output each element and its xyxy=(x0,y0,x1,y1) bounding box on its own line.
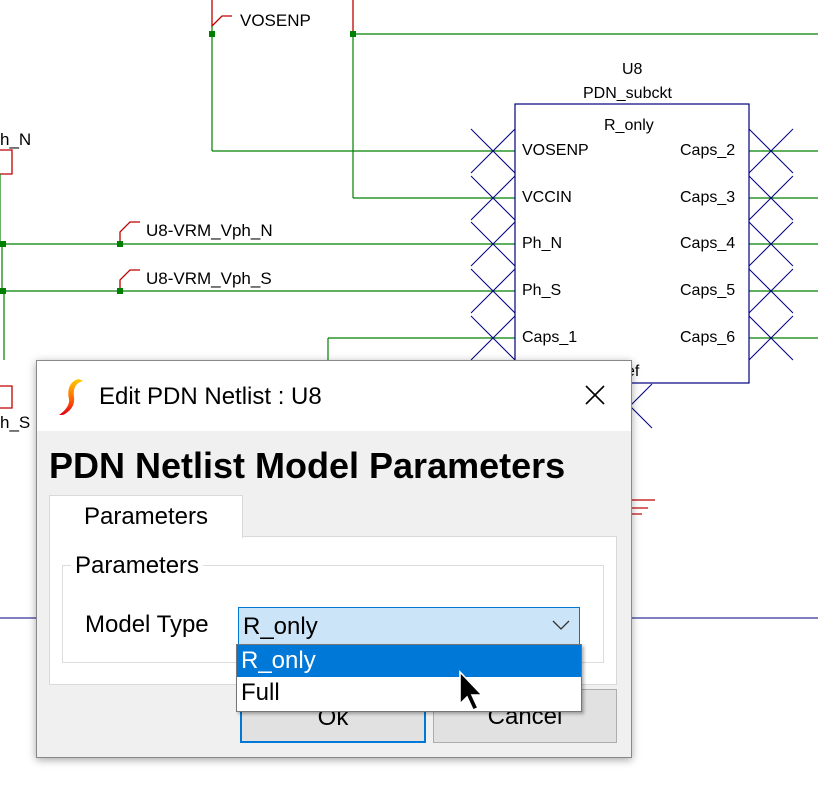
model-type-label: Model Type xyxy=(85,611,209,638)
pin-right-5: Caps_6 xyxy=(680,329,736,346)
net-label-left-s: h_S xyxy=(0,413,31,432)
pin-x-mark xyxy=(470,175,516,221)
pin-left-1: VOSENP xyxy=(522,142,589,159)
wires xyxy=(0,26,818,360)
chevron-down-icon[interactable] xyxy=(551,618,571,632)
pin-right-1: Caps_2 xyxy=(680,142,736,159)
pin-right-4: Caps_5 xyxy=(680,282,736,299)
sigrity-logo-icon xyxy=(59,379,83,415)
model-type-select[interactable]: R_only xyxy=(238,607,580,645)
parameters-groupbox: Parameters Model Type R_only xyxy=(62,552,604,663)
dialog-titlebar[interactable]: Edit PDN Netlist : U8 xyxy=(37,361,631,431)
option-full[interactable]: Full xyxy=(241,679,280,706)
component-refdes: U8 xyxy=(622,61,643,78)
pin-right-3: Caps_4 xyxy=(680,235,736,252)
dialog-title: Edit PDN Netlist : U8 xyxy=(99,383,322,410)
pin-x-mark xyxy=(470,315,516,361)
pin-left-4: Ph_S xyxy=(522,282,562,299)
model-type-dropdown-list: R_only Full xyxy=(236,644,582,712)
model-type-value: R_only xyxy=(243,613,318,640)
net-label-stubs xyxy=(0,0,354,409)
option-r-only[interactable]: R_only xyxy=(237,645,581,677)
pin-right-2: Caps_3 xyxy=(680,189,736,206)
component-body[interactable] xyxy=(514,103,750,384)
ground-symbol xyxy=(632,499,655,515)
page-title: PDN Netlist Model Parameters xyxy=(49,445,566,486)
pin-x-mark xyxy=(470,221,516,267)
pin-x-marks xyxy=(470,128,794,429)
pin-x-mark xyxy=(748,315,794,361)
close-icon[interactable] xyxy=(579,379,611,411)
mouse-pointer-icon xyxy=(459,670,484,712)
pin-x-mark xyxy=(470,128,516,174)
component-type: R_only xyxy=(604,117,654,134)
pin-x-mark xyxy=(748,128,794,174)
net-label-left-n: h_N xyxy=(0,130,32,149)
pin-x-mark xyxy=(470,268,516,314)
net-label-vph-n: U8-VRM_Vph_N xyxy=(146,221,273,240)
pin-left-2: VCCIN xyxy=(522,189,572,206)
net-label-vph-s: U8-VRM_Vph_S xyxy=(146,269,272,288)
pin-x-mark xyxy=(748,175,794,221)
junction-dots xyxy=(0,31,356,294)
group-label: Parameters xyxy=(71,552,204,580)
pin-x-mark xyxy=(748,221,794,267)
net-label-vosenp: VOSENP xyxy=(240,11,311,30)
pin-left-5: Caps_1 xyxy=(522,329,578,346)
pin-left-3: Ph_N xyxy=(522,235,563,252)
pin-x-mark xyxy=(748,268,794,314)
tab-parameters[interactable]: Parameters xyxy=(49,495,243,538)
component-model: PDN_subckt xyxy=(583,85,672,102)
